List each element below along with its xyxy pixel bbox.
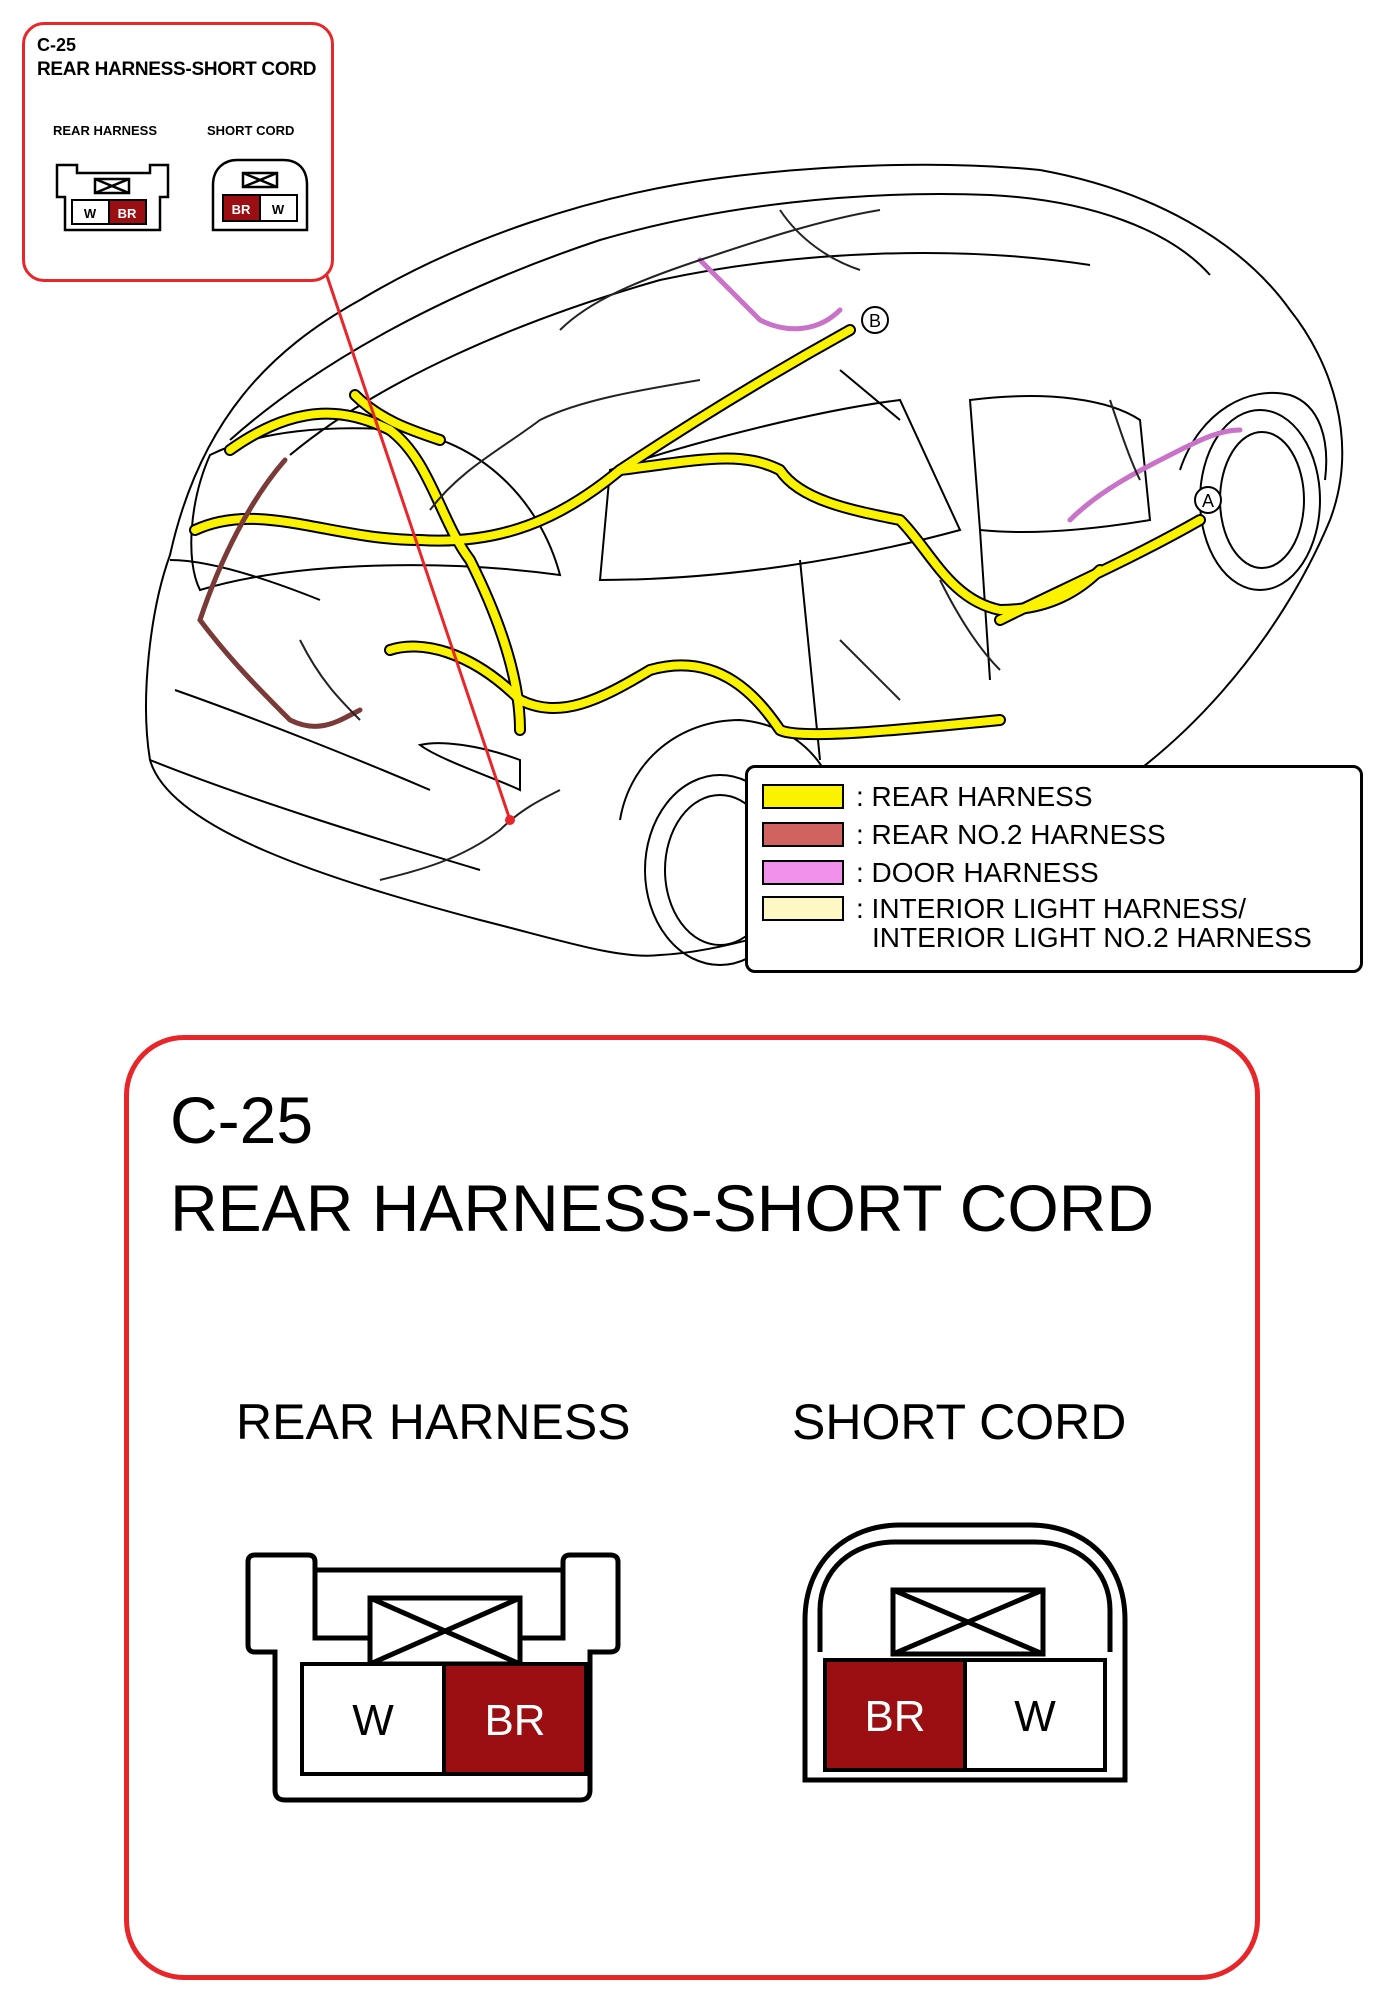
legend-label-rear-harness: : REAR HARNESS bbox=[856, 781, 1093, 812]
small-short-cord-label: SHORT CORD bbox=[207, 123, 295, 138]
legend-swatch-rear-no2-harness bbox=[762, 822, 844, 847]
connector-location-dot bbox=[505, 815, 515, 825]
small-connector-code: C-25 bbox=[37, 35, 77, 55]
marker-a: A bbox=[1194, 486, 1222, 514]
small-sc-pin-2 bbox=[259, 194, 298, 222]
legend-label-interior-light-no2-harness: INTERIOR LIGHT NO.2 HARNESS bbox=[872, 922, 1312, 953]
svg-text:A: A bbox=[1202, 491, 1214, 511]
legend-label-rear-no2-harness: : REAR NO.2 HARNESS bbox=[856, 819, 1166, 850]
car-body-outline bbox=[145, 163, 1344, 957]
svg-text:W: W bbox=[272, 202, 285, 217]
connector-code: C-25 bbox=[170, 1083, 314, 1157]
svg-text:W: W bbox=[84, 206, 97, 221]
callout-leader-line bbox=[323, 269, 512, 821]
rear-harness-label: REAR HARNESS bbox=[236, 1394, 631, 1450]
small-connector-drawings: W BR BR W bbox=[55, 158, 309, 232]
car-wiring-illustration: B A bbox=[145, 163, 1344, 966]
legend-swatch-door-harness bbox=[762, 860, 844, 885]
small-short-cord-connector bbox=[211, 158, 309, 232]
marker-b: B bbox=[861, 306, 889, 334]
small-connector-callout: C-25 REAR HARNESS-SHORT CORD REAR HARNES… bbox=[22, 22, 334, 282]
svg-text:B: B bbox=[869, 311, 881, 331]
legend-item-door-harness: : DOOR HARNESS bbox=[762, 858, 1099, 888]
small-rear-harness-connector bbox=[55, 163, 170, 232]
small-connector-title: REAR HARNESS-SHORT CORD bbox=[37, 59, 317, 80]
connector-title: REAR HARNESS-SHORT CORD bbox=[170, 1171, 1155, 1245]
legend-swatch-interior-light-harness bbox=[762, 896, 844, 921]
small-rear-harness-label: REAR HARNESS bbox=[53, 123, 158, 138]
legend-label-door-harness: : DOOR HARNESS bbox=[856, 857, 1099, 888]
svg-text:BR: BR bbox=[232, 202, 251, 217]
legend-item-rear-harness: : REAR HARNESS bbox=[762, 782, 1093, 812]
legend-item-rear-no2-harness: : REAR NO.2 HARNESS bbox=[762, 820, 1166, 850]
large-connector-callout bbox=[124, 1035, 1260, 1980]
legend-swatch-rear-harness bbox=[762, 784, 844, 809]
svg-text:BR: BR bbox=[118, 206, 137, 221]
small-rh-pin-2 bbox=[108, 199, 147, 225]
harness-legend: : REAR HARNESS : REAR NO.2 HARNESS : DOO… bbox=[745, 765, 1363, 973]
short-cord-label: SHORT CORD bbox=[792, 1394, 1127, 1450]
legend-label-interior-light-harness: : INTERIOR LIGHT HARNESS/ bbox=[856, 893, 1246, 924]
rear-no2-harness-path bbox=[197, 457, 363, 729]
door-harness-path bbox=[697, 257, 843, 332]
legend-item-interior-light-harness: : INTERIOR LIGHT HARNESS/ bbox=[762, 894, 1246, 924]
